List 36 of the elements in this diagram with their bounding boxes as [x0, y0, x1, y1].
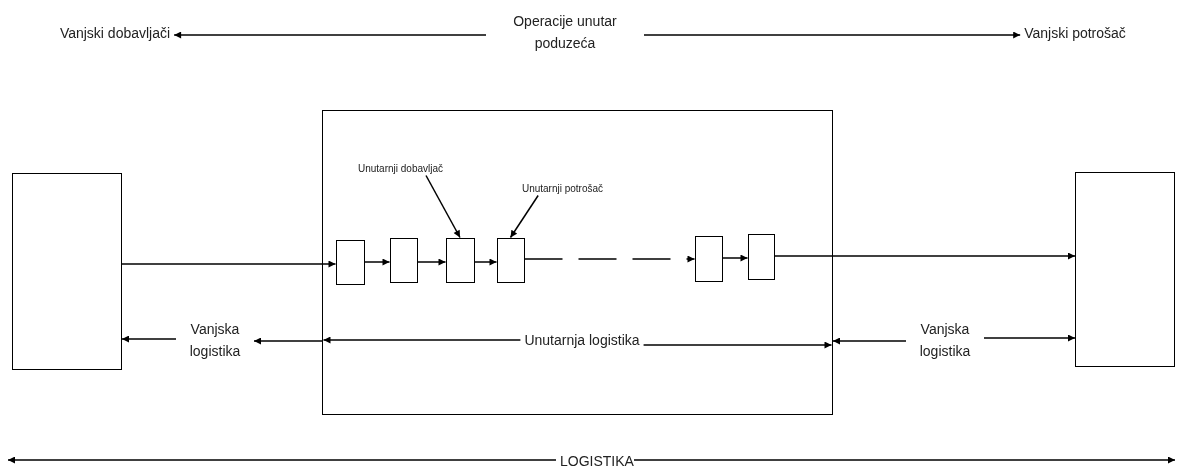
text-label: Unutarnja logistika	[524, 328, 640, 351]
arrow	[983, 334, 1076, 342]
text-label: Operacije unutar poduzeća	[490, 10, 640, 54]
callout-label: Unutarnji potrošač	[521, 182, 604, 194]
leader-line	[509, 194, 539, 239]
arrow	[121, 335, 177, 343]
process-box	[389, 237, 418, 283]
process-box	[335, 239, 365, 285]
text-label: Vanjski potrošač	[1024, 22, 1126, 44]
arrow	[322, 336, 522, 344]
text-label: Vanjski dobavljači	[59, 22, 171, 44]
arrow	[7, 456, 557, 464]
arrow	[642, 341, 833, 349]
arrow	[633, 456, 1176, 464]
arrow	[363, 258, 391, 266]
callout-label: Unutarnji dobavljač	[357, 162, 444, 174]
process-box	[747, 233, 775, 280]
leader-line	[425, 174, 461, 239]
process-box	[496, 237, 525, 283]
process-box	[445, 237, 475, 283]
text-label: Vanjska logistika	[180, 318, 250, 362]
arrow	[173, 31, 487, 39]
company-box	[322, 110, 833, 415]
arrow	[773, 252, 1076, 260]
arrow	[832, 337, 907, 345]
arrow	[643, 31, 1021, 39]
process-box	[1075, 172, 1175, 367]
arrow	[473, 258, 498, 266]
arrow	[523, 255, 696, 263]
arrow	[253, 337, 323, 345]
arrow	[721, 254, 749, 262]
arrow	[416, 258, 447, 266]
text-label: Vanjska logistika	[910, 318, 980, 362]
process-box	[694, 235, 723, 282]
arrow	[121, 260, 337, 268]
process-box	[12, 173, 122, 370]
